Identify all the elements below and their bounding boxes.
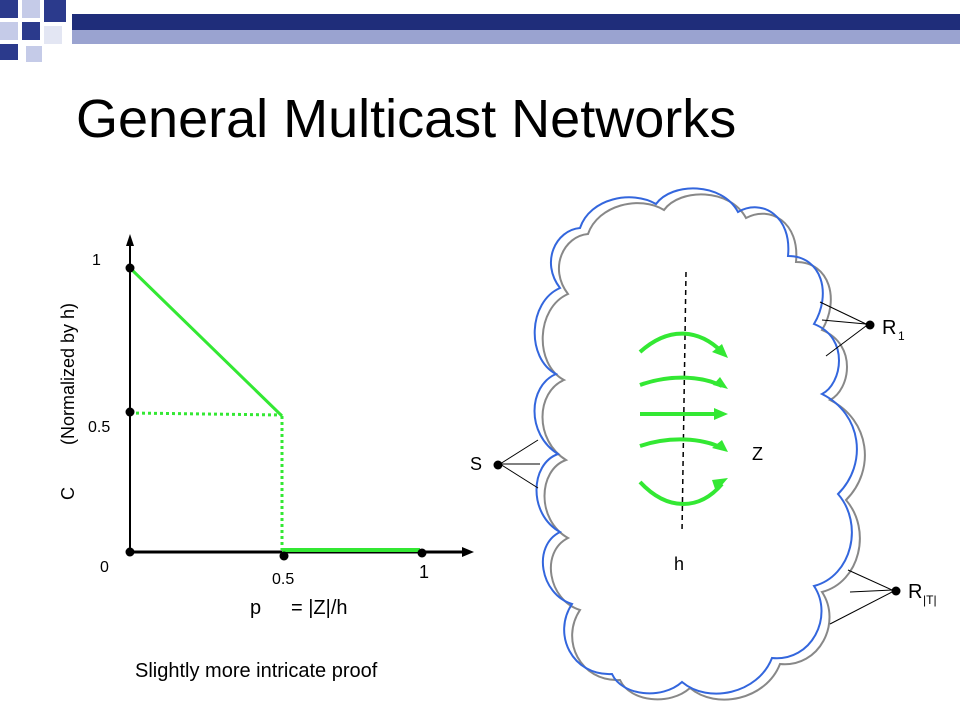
receiver-edge [825, 325, 867, 357]
flow-arrowhead-5 [712, 478, 728, 492]
receiver-1-dot [865, 320, 875, 330]
deco-square [44, 26, 62, 44]
dotted-horizontal [129, 411, 283, 417]
header-decoration [0, 0, 960, 62]
flow-arrow-2 [639, 375, 723, 388]
flow-arrowhead-1 [712, 344, 728, 358]
flow-arrowhead-4 [712, 440, 728, 452]
receiver-1-subscript: 1 [898, 329, 905, 343]
y-tick-0: 0 [100, 559, 109, 576]
flow-arrowhead-3 [714, 408, 728, 420]
cut-line [681, 271, 687, 533]
receiver-t-subscript: |T| [923, 593, 937, 607]
point-origin [125, 547, 135, 557]
network-cloud [533, 187, 866, 701]
deco-square [0, 44, 18, 60]
receiver-edge [819, 301, 867, 325]
x-tick-05: 0.5 [272, 571, 294, 588]
h-label: h [674, 554, 684, 574]
y-tick-1: 1 [92, 252, 101, 269]
deco-square [22, 22, 40, 40]
header-bar-light [72, 30, 960, 44]
receiver-t-node: R |T| [829, 569, 937, 625]
deco-square [44, 0, 66, 22]
deco-square [26, 46, 42, 62]
y-axis-arrow [126, 234, 134, 246]
cut-label-z: Z [752, 444, 763, 464]
capacity-plot: 1 0.5 0 0.5 1 C (Normalized by h) p = |Z… [58, 234, 474, 619]
receiver-t-dot [891, 586, 901, 596]
point-x05 [279, 551, 289, 561]
flow-arrow-5 [638, 480, 724, 506]
flow-arrowhead-2 [713, 377, 728, 389]
receiver-edge [829, 591, 893, 625]
point-y1 [125, 263, 135, 273]
y-label-normalized: (Normalized by h) [58, 303, 78, 445]
receiver-t-label: R [908, 581, 922, 603]
header-bar-dark [72, 14, 960, 30]
flow-arrows [638, 271, 728, 533]
source-node: S [470, 439, 540, 489]
x-axis-arrow [462, 547, 474, 557]
slide-title: General Multicast Networks [76, 89, 737, 149]
source-label: S [470, 454, 482, 474]
point-x1 [417, 548, 427, 558]
source-edge [499, 463, 539, 489]
receiver-1-label: R [882, 317, 896, 339]
capacity-line-slope [128, 266, 284, 418]
source-edge [499, 439, 539, 465]
deco-square [0, 22, 18, 40]
x-label-p: p [250, 597, 261, 619]
flow-arrow-4 [639, 437, 723, 450]
cloud-outline-shadow [541, 193, 866, 701]
point-y05 [125, 407, 135, 417]
y-label-c: C [58, 487, 78, 500]
y-tick-05: 0.5 [88, 419, 110, 436]
receiver-edge [849, 589, 893, 593]
deco-square [0, 0, 18, 18]
x-label-eq: = |Z|/h [291, 597, 348, 619]
receiver-1-node: R 1 [819, 301, 905, 357]
flow-arrow-1 [638, 331, 724, 354]
source-dot [493, 460, 503, 470]
x-tick-1: 1 [419, 562, 429, 582]
cloud-outline [533, 187, 858, 695]
receiver-edge [847, 569, 893, 591]
receiver-edge [821, 319, 867, 325]
deco-square [22, 0, 40, 18]
slide-caption: Slightly more intricate proof [135, 660, 378, 682]
